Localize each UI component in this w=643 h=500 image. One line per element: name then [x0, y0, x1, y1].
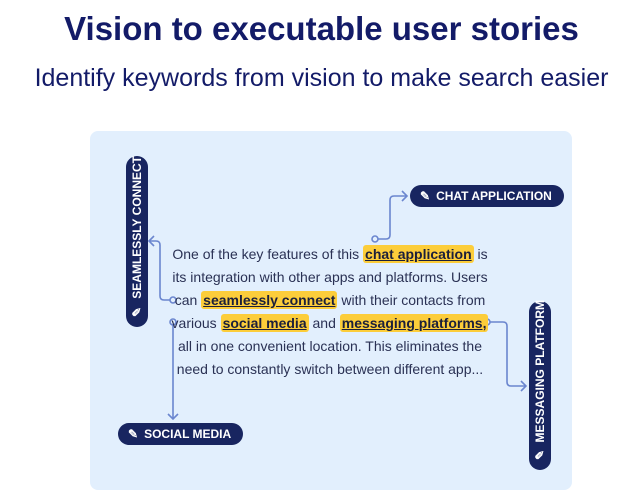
- text-line: One of the key features of this chat app…: [172, 245, 488, 263]
- connector-chat-application: [371, 190, 409, 243]
- keyword-social-media[interactable]: social media: [220, 314, 309, 332]
- pencil-icon: ✎: [130, 306, 144, 318]
- pencil-icon: ✎: [420, 189, 431, 203]
- tag-social-media[interactable]: ✎ SOCIAL MEDIA: [118, 423, 244, 445]
- page-title: Vision to executable user stories: [64, 10, 579, 47]
- keyword-chat-application[interactable]: chat application: [363, 245, 474, 263]
- vision-text: One of the key features of this chat app…: [160, 243, 500, 381]
- connector-social-media: [167, 318, 179, 421]
- text-line: various social media and messaging platf…: [171, 314, 489, 332]
- page-subtitle: Identify keywords from vision to make se…: [34, 64, 609, 92]
- pencil-icon: ✎: [128, 427, 139, 441]
- keyword-messaging-platforms[interactable]: messaging platforms,: [339, 314, 489, 332]
- connector-seamlessly-connect: [147, 235, 177, 304]
- tag-messaging-platform[interactable]: ✎ MESSAGING PLATFORM: [529, 300, 551, 470]
- text-line: its integration with other apps and plat…: [172, 269, 488, 285]
- tag-seamlessly-connect[interactable]: ✎ SEAMLESSLY CONNECT: [126, 156, 148, 327]
- text-line: can seamlessly connect with their contac…: [174, 291, 486, 309]
- keyword-seamlessly-connect[interactable]: seamlessly connect: [201, 291, 338, 309]
- text-line: need to constantly switch between differ…: [176, 361, 484, 377]
- tag-chat-application[interactable]: ✎ CHAT APPLICATION: [410, 185, 564, 207]
- pencil-icon: ✎: [533, 449, 547, 461]
- text-line: all in one convenient location. This eli…: [177, 338, 483, 354]
